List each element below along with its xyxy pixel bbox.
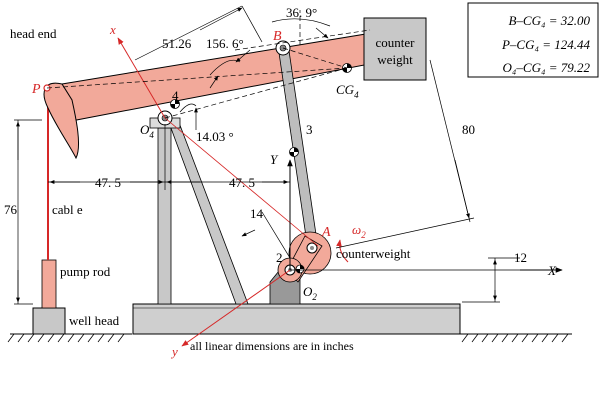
link-2-label: 2 [276, 250, 283, 265]
link-3-label: 3 [306, 122, 313, 137]
ground [7, 333, 572, 343]
dim-51-26: 51.26 [162, 36, 192, 51]
o2-label: O2 [303, 284, 317, 302]
y-axis-label: Y [270, 152, 279, 167]
dim-80: 80 [462, 122, 475, 137]
pump-rod-label: pump rod [60, 264, 111, 279]
dim-47-5-right: 47. 5 [229, 175, 255, 190]
cg4-label: CG4 [336, 82, 359, 100]
info-box: B–CG₄ = 32.00 P–CG₄ = 124.44 O₄–CG₄ = 79… [467, 2, 599, 78]
dim-156-6: 156. 6° [206, 36, 244, 51]
pump-rod [41, 259, 57, 309]
info-line-3: O₄–CG₄ = 79.22 [502, 60, 590, 75]
dimension-arrows [16, 7, 497, 303]
point-a-label: A [321, 225, 331, 240]
counter-weight-box [363, 17, 427, 81]
omega-label: ω2 [352, 222, 366, 240]
base-slab [132, 303, 461, 335]
info-line-2: P–CG₄ = 124.44 [501, 37, 591, 52]
point-b-label: B [273, 29, 282, 44]
dim-47-5-left: 47. 5 [95, 175, 121, 190]
o4-label: O4 [140, 122, 154, 140]
x-axis-local-label: x [109, 22, 116, 37]
dim-14: 14 [250, 206, 264, 221]
centerlines [46, 10, 371, 119]
counter-weight-text-1: counter [376, 35, 416, 50]
well-head [32, 307, 66, 335]
global-axes [287, 159, 563, 273]
info-line-1: B–CG₄ = 32.00 [508, 13, 590, 28]
point-p-label: P [31, 82, 41, 97]
units-note: all linear dimensions are in inches [190, 339, 354, 353]
dim-76: 76 [4, 202, 18, 217]
x-axis-label: X [547, 263, 557, 278]
dim-36-9: 36. 9° [286, 5, 317, 20]
link-4-label: 4 [172, 88, 179, 103]
y-axis-local-label: y [170, 344, 178, 359]
dim-14-03: 14.03 ° [196, 129, 234, 144]
counterweight-label: counterweight [336, 246, 411, 261]
well-head-label: well head [69, 313, 120, 328]
dim-12: 12 [514, 250, 527, 265]
counter-weight-text-2: weight [377, 52, 413, 67]
cable-label: cabl e [52, 202, 83, 217]
head-end-label: head end [10, 26, 57, 41]
